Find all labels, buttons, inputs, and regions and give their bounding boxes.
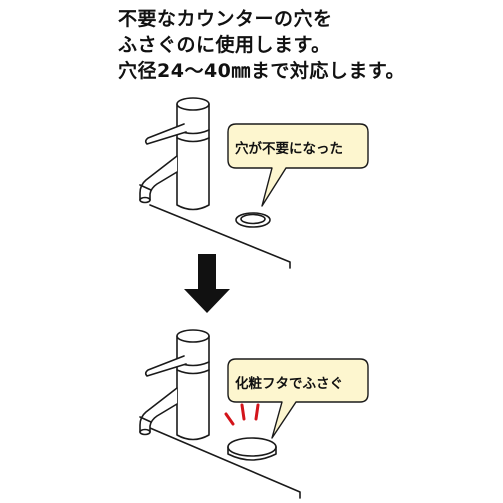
- bubble-after-text: 化粧フタでふさぐ: [235, 376, 343, 392]
- heading-line-1: 不要なカウンターの穴を: [118, 8, 333, 30]
- down-arrow: [184, 254, 230, 313]
- scene-before: [139, 97, 369, 269]
- faucet-top: [139, 97, 210, 211]
- heading-line-2: ふさぐのに使用します。: [118, 34, 331, 56]
- cap: [227, 437, 277, 461]
- faucet-bottom: [139, 329, 210, 441]
- counter-edge-top: [149, 204, 291, 269]
- heading: 不要なカウンターの穴を ふさぐのに使用します。 穴径24〜40㎜まで対応します。: [118, 6, 498, 84]
- heading-line-3: 穴径24〜40㎜まで対応します。: [118, 60, 405, 82]
- counter-edge-bottom: [149, 427, 301, 499]
- bubble-before-text: 穴が不要になった: [235, 141, 343, 157]
- bubble-after: [227, 358, 369, 439]
- scene-after: [139, 329, 369, 499]
- hole: [235, 212, 271, 228]
- accent-marks: [224, 403, 260, 426]
- bubble-before: [227, 123, 369, 207]
